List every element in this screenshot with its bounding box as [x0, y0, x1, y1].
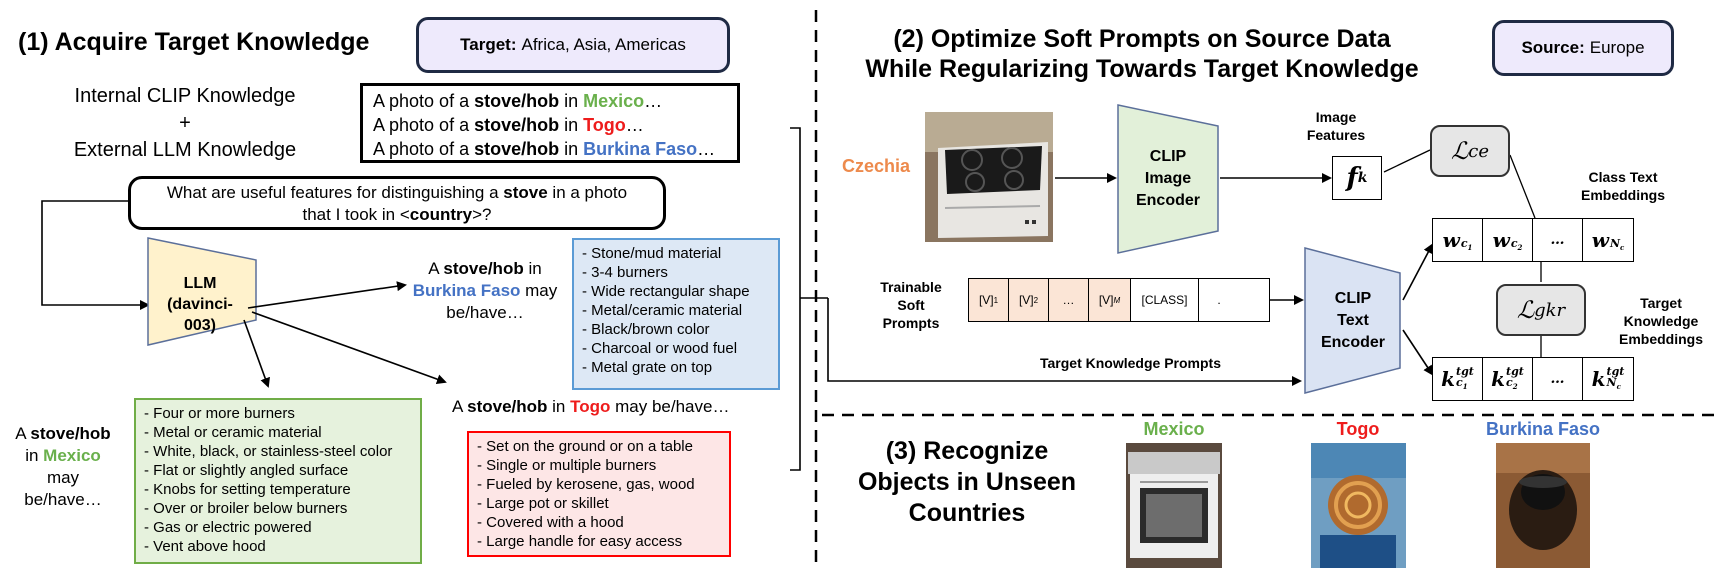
llm-label: LLM (davinci- 003) [167, 275, 233, 334]
text-encoder-label: CLIP Text Encoder [1320, 290, 1385, 351]
class-embedding-cell: w c2 [1483, 219, 1533, 261]
feature-item: - Metal grate on top [582, 359, 713, 376]
llm-trapezoid [147, 237, 257, 346]
feature-item: - 3-4 burners [582, 264, 668, 281]
source-country-label: Czechia [842, 156, 911, 176]
burkina-caption: A stove/hob in Burkina Faso may be/have… [412, 259, 558, 322]
source-tag: Source: Europe [1492, 20, 1674, 76]
prompt-mexico: A photo of a stove/hob in Mexico… [373, 91, 663, 111]
knowledge-sources: Internal CLIP Knowledge + External LLM K… [40, 83, 330, 164]
togo-features-list: - Set on the ground or on a table - Singl… [467, 431, 731, 557]
section1-heading: (1) Acquire Target Knowledge [18, 28, 370, 56]
llm-question-box: What are useful features for distinguish… [128, 176, 666, 230]
section3-country-togo: Togo [1336, 419, 1380, 439]
source-tag-value: Europe [1589, 38, 1645, 57]
feature-item: - Stone/mud material [582, 245, 722, 262]
llm-to-burkina-arrow [247, 281, 407, 309]
feature-item: - Single or multiple burners [477, 457, 657, 474]
feature-item: - Vent above hood [144, 538, 266, 555]
clip-text-encoder [1304, 247, 1401, 394]
photo-prompts-box: A photo of a stove/hob in Mexico… A phot… [360, 83, 740, 163]
soft-prompt-token: [V]M [1089, 279, 1131, 321]
feature-item: - Set on the ground or on a table [477, 438, 693, 455]
feature-item: - Covered with a hood [477, 514, 624, 531]
burkina-features-list: - Stone/mud material - 3-4 burners - Wide … [572, 238, 780, 390]
feature-item: - Wide rectangular shape [582, 283, 750, 300]
section3-heading: (3) Recognize Objects in Unseen Countrie… [857, 437, 1077, 527]
target-knowledge-prompts-label: Target Knowledge Prompts [1040, 355, 1221, 371]
feature-item: - Four or more burners [144, 405, 295, 422]
knowledge-embedding-cell: … [1533, 358, 1583, 400]
mexico-stove-photo [1126, 443, 1222, 568]
llm-to-togo-arrow [251, 311, 447, 384]
prompt-burkina: A photo of a stove/hob in Burkina Faso… [373, 139, 716, 159]
feature-item: - Metal or ceramic material [144, 424, 322, 441]
section3-country-burkina: Burkina Faso [1485, 419, 1601, 439]
feature-item: - Large pot or skillet [477, 495, 609, 512]
feature-item: - Metal/ceramic material [582, 302, 743, 319]
feature-item: - Black/brown color [582, 321, 710, 338]
clip-image-encoder [1117, 104, 1219, 254]
feature-item: - White, black, or stainless-steel color [144, 443, 393, 460]
class-text-embeddings-label: Class Text Embeddings [1580, 169, 1665, 203]
class-embedding-cell: w Nc [1591, 228, 1625, 253]
feature-item: - Knobs for setting temperature [144, 481, 351, 498]
section1-bracket [790, 127, 801, 471]
target-knowledge-prompts-arrow [827, 298, 1302, 386]
class-embedding-cell: … [1533, 219, 1583, 261]
source-tag-label: Source: [1521, 38, 1585, 57]
mexico-caption: A stove/hob in Mexico may be/have… [15, 424, 111, 509]
soft-prompt-token: [V]2 [1009, 279, 1049, 321]
soft-prompt-token: … [1049, 279, 1089, 321]
plus-sign: + [179, 112, 191, 134]
togo-caption: A stove/hob in Togo may be/have… [452, 397, 730, 416]
target-tag: Target: Africa, Asia, Americas [416, 17, 730, 73]
llm-to-mexico-arrow [243, 319, 270, 388]
burkina-stove-photo [1496, 443, 1590, 568]
internal-knowledge-line: Internal CLIP Knowledge [74, 85, 296, 107]
mexico-features-list: - Four or more burners - Metal or ceramic… [134, 398, 422, 564]
soft-prompt-token: . [1217, 293, 1221, 307]
target-tag-label: Target: [460, 35, 517, 54]
feature-item: - Gas or electric powered [144, 519, 312, 536]
soft-prompt-token: [V]1 [969, 279, 1009, 321]
czechia-stove-photo [925, 112, 1053, 242]
target-knowledge-embeddings-label: Target Knowledge Embeddings [1618, 295, 1703, 347]
question-to-llm-arrow [41, 200, 150, 310]
feature-item: - Charcoal or wood fuel [582, 340, 738, 357]
prompt-togo: A photo of a stove/hob in Togo… [373, 115, 644, 135]
image-encoder-label: CLIP Image Encoder [1135, 148, 1200, 209]
feature-item: - Flat or slightly angled surface [144, 462, 349, 479]
section3-country-mexico: Mexico [1143, 419, 1205, 439]
soft-prompt-token: [CLASS] [1131, 279, 1199, 321]
class-embedding-cell: w c1 [1433, 219, 1483, 261]
target-tag-value: Africa, Asia, Americas [521, 35, 686, 54]
feature-item: - Over or broiler below burners [144, 500, 348, 517]
section2-heading: (2) Optimize Soft Prompts on Source Data… [865, 25, 1419, 83]
image-features-label: Image Features [1306, 109, 1366, 143]
feature-item: - Large handle for easy access [477, 533, 683, 550]
external-knowledge-line: External LLM Knowledge [73, 139, 297, 161]
trainable-soft-prompts-label: Trainable Soft Prompts [880, 279, 942, 331]
feature-item: - Fueled by kerosene, gas, wood [477, 476, 695, 493]
soft-prompt-token-row: [V]1[V]2…[V]M[CLASS]. [968, 278, 1270, 322]
togo-stove-photo [1311, 443, 1406, 568]
